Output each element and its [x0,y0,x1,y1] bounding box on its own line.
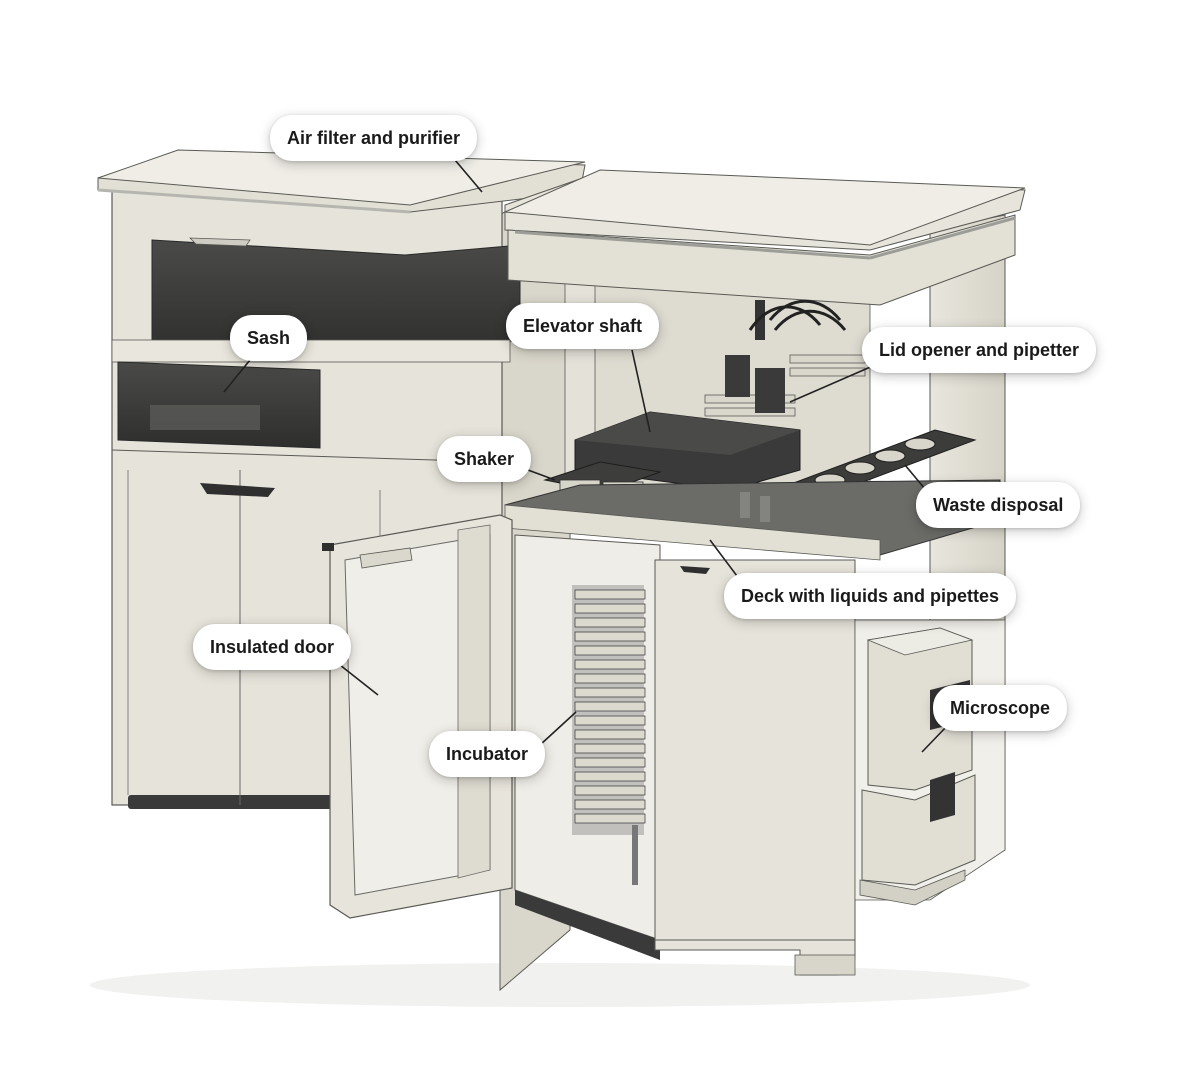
microscope-unit [860,628,975,905]
label-lid-opener: Lid opener and pipetter [862,327,1096,373]
label-insulated-door: Insulated door [193,624,351,670]
label-deck: Deck with liquids and pipettes [724,573,1016,619]
insulated-door [322,515,512,918]
label-microscope: Microscope [933,685,1067,731]
label-waste-disposal: Waste disposal [916,482,1080,528]
label-air-filter: Air filter and purifier [270,115,477,161]
label-sash: Sash [230,315,307,361]
label-shaker: Shaker [437,436,531,482]
label-incubator: Incubator [429,731,545,777]
label-elevator-shaft: Elevator shaft [506,303,659,349]
